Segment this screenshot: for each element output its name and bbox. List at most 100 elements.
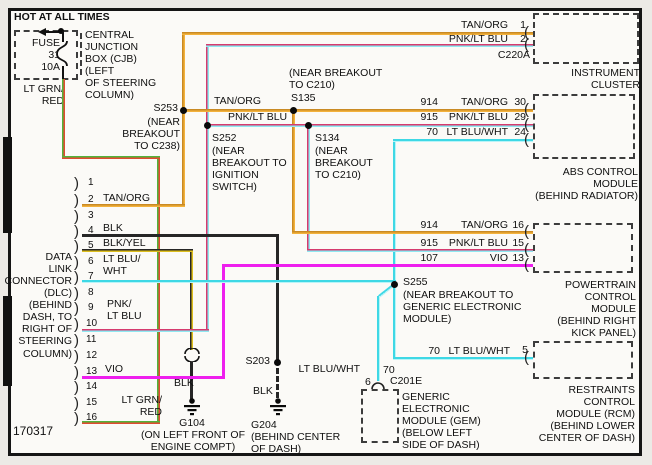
- wire-tan-org-to-pcm: [292, 231, 533, 234]
- pcm-row-num: 914: [420, 219, 438, 231]
- wire-blk-yel-from-dlc: [82, 249, 193, 252]
- pcm-row-color: VIO: [489, 252, 508, 264]
- pcm-row-num: 915: [420, 237, 438, 249]
- gem-connector-arc-icon: [371, 382, 385, 390]
- g104-location: (ON LEFT FRONT OF ENGINE COMPT): [140, 429, 246, 454]
- wire-lt-blu-wht-to-gem: [377, 296, 380, 381]
- abs-row-num: 70: [426, 126, 438, 138]
- abs-pin-arc: (: [524, 116, 529, 133]
- dlc-pin-number: 13: [86, 366, 98, 377]
- splice-dot-s135: [290, 107, 297, 114]
- fuse-element-icon: [56, 40, 68, 67]
- cjb-label: CENTRAL JUNCTION BOX (CJB) (LEFT OF STEE…: [85, 29, 157, 102]
- pcm-row-color: PNK/LT BLU: [448, 237, 508, 249]
- wire-lt-grn-red-from-dlc: [82, 421, 160, 424]
- dlc-pin-bracket: ): [74, 300, 79, 317]
- wire-blk-vertical: [276, 234, 279, 364]
- splice-s203-name: S203: [245, 355, 270, 367]
- wire-tan-org-to-ic: [182, 32, 533, 35]
- dlc-wire-tan-org-label: TAN/ORG: [103, 192, 151, 204]
- dlc-pin-bracket: ): [74, 348, 79, 365]
- fuse-feed-dot: [58, 28, 64, 34]
- ic-pin-arc: (: [524, 24, 529, 41]
- g204-wire-label: BLK: [253, 385, 273, 397]
- scan-border-artifact: [3, 296, 12, 386]
- splice-s135-name: S135: [291, 92, 316, 104]
- dlc-pin-number: 5: [88, 240, 94, 251]
- wire-pnk-lt-blu-bus: [206, 124, 533, 127]
- splice-dot-s252: [204, 122, 211, 129]
- dlc-pin-number: 9: [88, 302, 94, 313]
- rcm-title: RESTRAINTS CONTROL MODULE (RCM) (BEHIND …: [538, 384, 635, 445]
- splice-s134-name: S134: [315, 132, 340, 144]
- gem-connector-label: C201E: [390, 375, 423, 387]
- wire-lt-grn-red-vertical-fuse: [62, 79, 65, 159]
- splice-s135-location: (NEAR BREAKOUT TO C210): [289, 67, 383, 92]
- wire-pnk-lt-blu-vertical-s252: [206, 44, 209, 332]
- wire-pnk-lt-blu-to-ic: [206, 44, 533, 47]
- fuse-wire-color-label: LT GRN/ RED: [23, 83, 64, 108]
- bus-tan-org-label: TAN/ORG: [214, 95, 262, 107]
- wire-tan-org-bus: [182, 109, 533, 112]
- wire-lt-grn-red-horizontal: [62, 156, 160, 159]
- abs-module-title: ABS CONTROL MODULE (BEHIND RADIATOR): [535, 166, 638, 203]
- g104-wire-label: BLK: [174, 377, 194, 389]
- pcm-row-pin: 13: [512, 252, 524, 264]
- splice-s252-name: S252: [212, 132, 237, 144]
- rcm-box: [533, 341, 633, 379]
- abs-row-pin: 30: [514, 96, 526, 108]
- dlc-pin-number: 10: [86, 318, 98, 329]
- splice-s253-name: S253: [153, 102, 178, 114]
- splice-s252-location: (NEAR BREAKOUT TO IGNITION SWITCH): [212, 145, 287, 194]
- gem-pin: 6: [365, 376, 371, 388]
- dlc-pin-number: 2: [88, 194, 94, 205]
- wire-vio-vertical: [222, 264, 225, 379]
- dlc-pin-number: 7: [88, 271, 94, 282]
- rcm-row-pin: 5: [522, 344, 528, 356]
- dlc-pin-number: 6: [88, 256, 94, 267]
- hot-at-all-times-label: HOT AT ALL TIMES: [14, 11, 110, 23]
- wire-lt-blu-wht-from-dlc: [82, 280, 396, 283]
- abs-row-num: 914: [420, 96, 438, 108]
- abs-row-num: 915: [420, 111, 438, 123]
- abs-row-color: LT BLU/WHT: [446, 126, 508, 138]
- abs-pin-arc: (: [524, 131, 529, 148]
- dlc-wire-blk-label: BLK: [103, 222, 123, 234]
- fuse-feed-line: [45, 31, 62, 33]
- fuse-lead-bottom: [62, 66, 64, 80]
- wire-blk-from-dlc: [82, 234, 279, 237]
- g104-name: G104: [179, 417, 205, 429]
- dlc-pin-bracket: ): [74, 238, 79, 255]
- dlc-pin-number: 15: [86, 397, 98, 408]
- inline-connector-icon: [184, 348, 200, 362]
- rcm-row-color: LT BLU/WHT: [448, 345, 510, 357]
- abs-row-color: PNK/LT BLU: [448, 111, 508, 123]
- dlc-wire-pnk-lt-blu-label: PNK/ LT BLU: [107, 298, 142, 323]
- dlc-wire-lt-blu-wht-label: LT BLU/ WHT: [103, 253, 141, 278]
- g204-location: (BEHIND CENTER OF DASH): [251, 431, 341, 456]
- pcm-pin-arc: (: [524, 256, 529, 273]
- dlc-pin-bracket: ): [74, 254, 79, 271]
- wire-vio-from-dlc: [82, 376, 225, 379]
- bus-pnk-lt-blu-label: PNK/LT BLU: [228, 111, 288, 123]
- wire-tan-org-vertical-s253: [182, 32, 185, 207]
- pcm-row-color: TAN/ORG: [460, 219, 508, 231]
- abs-row-pin: 24: [514, 126, 526, 138]
- dlc-pin-number: 8: [88, 287, 94, 298]
- dlc-pin-bracket: ): [74, 192, 79, 209]
- wire-lt-grn-red-vertical: [157, 156, 160, 424]
- rcm-pin-arc: (: [524, 349, 529, 366]
- abs-pin-arc: (: [524, 101, 529, 118]
- dlc-wire-blk-yel-label: BLK/YEL: [103, 237, 146, 249]
- abs-row-color: TAN/ORG: [460, 96, 508, 108]
- wire-blk-yel-vertical: [190, 249, 193, 350]
- diagram-number: 170317: [13, 424, 54, 438]
- dlc-pin-bracket: ): [74, 395, 79, 412]
- dlc-pin-number: 1: [88, 177, 94, 188]
- fuse-lead-top: [62, 31, 64, 42]
- pcm-pin-arc: (: [524, 223, 529, 240]
- pcm-pin-arc: (: [524, 241, 529, 258]
- instrument-cluster-title: INSTRUMENT CLUSTER: [571, 67, 640, 92]
- fuse-label: FUSE 31 10A: [31, 37, 60, 74]
